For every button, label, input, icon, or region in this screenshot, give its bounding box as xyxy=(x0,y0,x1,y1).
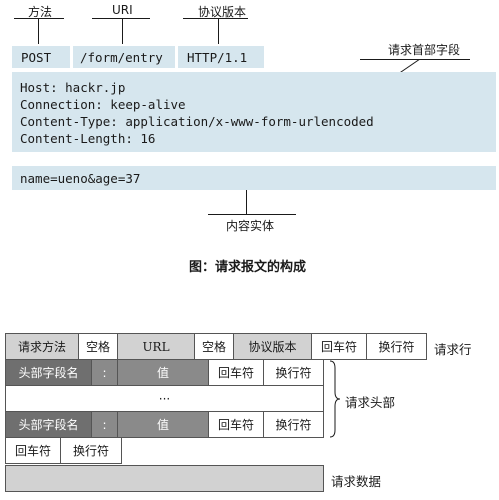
body-block: name=ueno&age=37 xyxy=(12,166,496,190)
request-line-version: HTTP/1.1 xyxy=(178,46,264,68)
cell-line-feed: 换行符 xyxy=(263,359,324,386)
label-body-bar xyxy=(208,214,296,215)
cell-line-feed: 换行符 xyxy=(366,333,427,360)
cell-request-data xyxy=(5,465,324,492)
label-method-bar xyxy=(14,18,64,19)
cell-colon: : xyxy=(91,359,118,386)
label-header-fields-bar xyxy=(360,59,470,60)
label-body: 内容实体 xyxy=(226,219,275,233)
cell-request-method: 请求方法 xyxy=(5,333,79,360)
cell-carriage-return: 回车符 xyxy=(5,437,61,464)
cell-ellipsis: ··· xyxy=(5,385,324,412)
cell-space: 空格 xyxy=(194,333,234,360)
label-uri-stem xyxy=(122,18,123,44)
cell-carriage-return: 回车符 xyxy=(208,359,264,386)
header-line: Connection: keep-alive xyxy=(20,97,186,112)
label-uri-bar xyxy=(92,18,150,19)
label-protocol-bar xyxy=(183,18,248,19)
header-fields-block: Host: hackr.jp Connection: keep-alive Co… xyxy=(12,72,496,152)
label-request-line: 请求行 xyxy=(434,342,472,357)
cell-carriage-return: 回车符 xyxy=(311,333,367,360)
label-protocol-stem xyxy=(218,18,219,44)
request-line-method: POST xyxy=(12,46,70,68)
label-uri: URI xyxy=(112,3,133,17)
cell-value: 值 xyxy=(117,411,209,438)
cell-space: 空格 xyxy=(78,333,118,360)
cell-line-feed: 换行符 xyxy=(60,437,122,464)
cell-line-feed: 换行符 xyxy=(263,411,324,438)
request-line-uri: /form/entry xyxy=(73,46,175,68)
label-protocol: 协议版本 xyxy=(198,5,247,19)
header-line: Content-Type: application/x-www-form-url… xyxy=(20,114,374,129)
cell-header-name: 头部字段名 xyxy=(5,411,92,438)
label-body-stem xyxy=(246,190,247,215)
header-brace xyxy=(329,360,341,438)
cell-colon: : xyxy=(91,411,118,438)
figure-caption: 图：请求报文的构成 xyxy=(189,260,307,275)
cell-value: 值 xyxy=(117,359,209,386)
label-request-header: 请求头部 xyxy=(345,395,396,410)
cell-url: URL xyxy=(117,333,195,360)
label-method: 方法 xyxy=(28,5,53,19)
label-method-stem xyxy=(38,18,39,44)
label-header-fields: 请求首部字段 xyxy=(388,43,461,57)
cell-protocol-version: 协议版本 xyxy=(233,333,312,360)
label-request-data: 请求数据 xyxy=(331,474,382,489)
header-line: Content-Length: 16 xyxy=(20,131,156,146)
cell-carriage-return: 回车符 xyxy=(208,411,264,438)
header-line: Host: hackr.jp xyxy=(20,80,126,95)
cell-header-name: 头部字段名 xyxy=(5,359,92,386)
